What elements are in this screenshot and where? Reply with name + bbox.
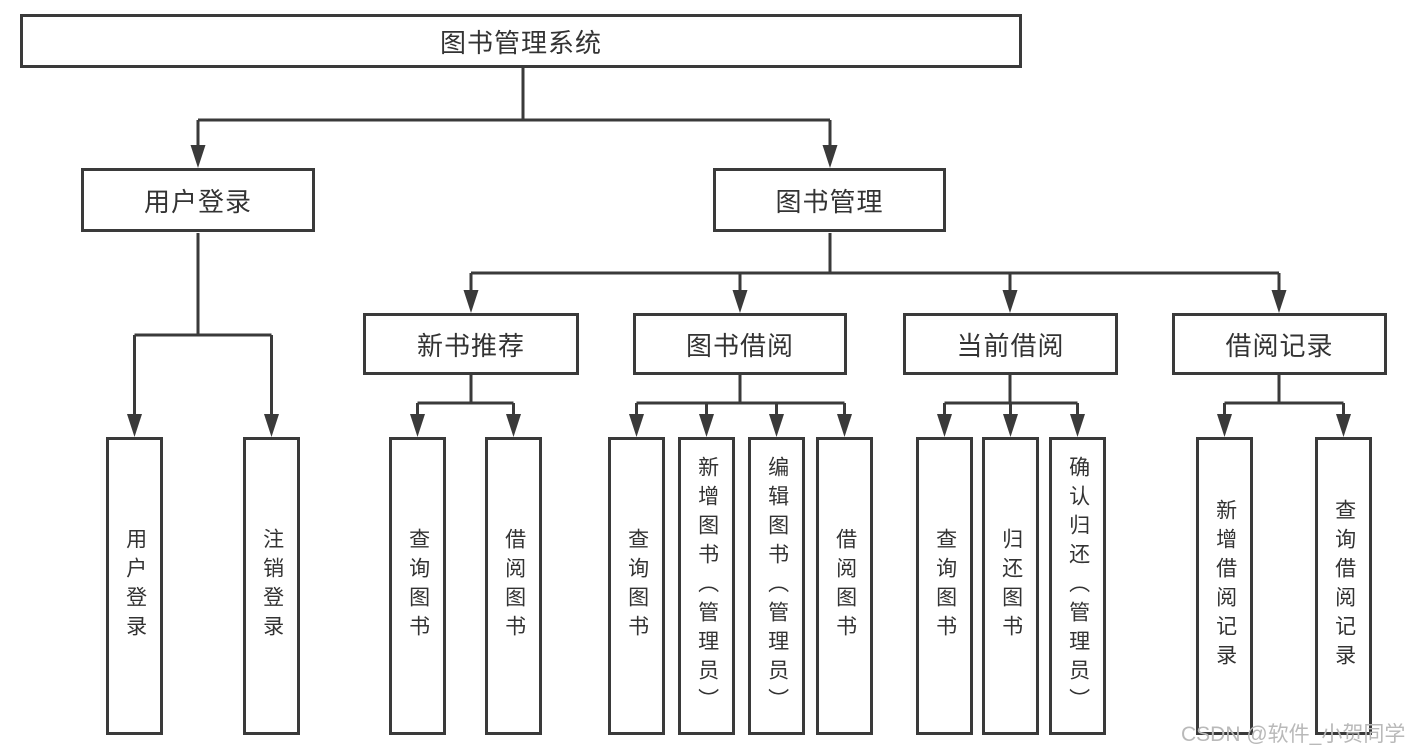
node-label: 图书管理 xyxy=(775,186,884,217)
watermark-text: CSDN @软件_小贺同学 xyxy=(1181,723,1405,746)
leaf-records-query-record: 查询借阅记录 xyxy=(1315,437,1372,735)
leaf-label: 新增图书（管理员） xyxy=(695,455,719,717)
leaf-current-query-books: 查询图书 xyxy=(916,437,973,735)
node-label: 用户登录 xyxy=(143,186,252,217)
leaf-recommend-borrow-books: 借阅图书 xyxy=(485,437,542,735)
leaf-label: 确认归还（管理员） xyxy=(1066,455,1090,717)
leaf-label: 查询图书 xyxy=(625,528,649,644)
node-label: 借阅记录 xyxy=(1225,330,1334,361)
node-library-system: 图书管理系统 xyxy=(20,14,1022,68)
leaf-label: 新增借阅记录 xyxy=(1213,499,1237,673)
leaf-label: 查询图书 xyxy=(406,528,430,644)
node-label: 图书管理系统 xyxy=(439,27,602,58)
leaf-label: 注销登录 xyxy=(260,528,284,644)
leaf-current-return-books: 归还图书 xyxy=(982,437,1039,735)
leaf-borrow-borrow-books: 借阅图书 xyxy=(816,437,873,735)
node-book-borrowing: 图书借阅 xyxy=(633,313,847,375)
leaf-current-confirm-return-admin: 确认归还（管理员） xyxy=(1049,437,1106,735)
node-label: 图书借阅 xyxy=(685,330,794,361)
node-label: 当前借阅 xyxy=(956,330,1065,361)
leaf-label: 用户登录 xyxy=(123,528,147,644)
leaf-label: 查询图书 xyxy=(933,528,957,644)
arrowheads xyxy=(127,145,1351,437)
node-borrowing-records: 借阅记录 xyxy=(1172,313,1387,375)
node-book-management: 图书管理 xyxy=(713,168,946,232)
leaf-label: 查询借阅记录 xyxy=(1332,499,1356,673)
leaf-borrow-add-books-admin: 新增图书（管理员） xyxy=(678,437,735,735)
node-user-login: 用户登录 xyxy=(81,168,315,232)
leaf-borrow-query-books: 查询图书 xyxy=(608,437,665,735)
leaf-label: 编辑图书（管理员） xyxy=(765,455,789,717)
leaf-user-login: 用户登录 xyxy=(106,437,163,735)
node-new-book-recommendation: 新书推荐 xyxy=(363,313,579,375)
leaf-borrow-edit-books-admin: 编辑图书（管理员） xyxy=(748,437,805,735)
node-current-borrowing: 当前借阅 xyxy=(903,313,1118,375)
leaf-records-add-record: 新增借阅记录 xyxy=(1196,437,1253,735)
leaf-recommend-query-books: 查询图书 xyxy=(389,437,446,735)
node-label: 新书推荐 xyxy=(416,330,525,361)
leaf-label: 借阅图书 xyxy=(833,528,857,644)
leaf-logout: 注销登录 xyxy=(243,437,300,735)
leaf-label: 归还图书 xyxy=(999,528,1023,644)
leaf-label: 借阅图书 xyxy=(502,528,526,644)
